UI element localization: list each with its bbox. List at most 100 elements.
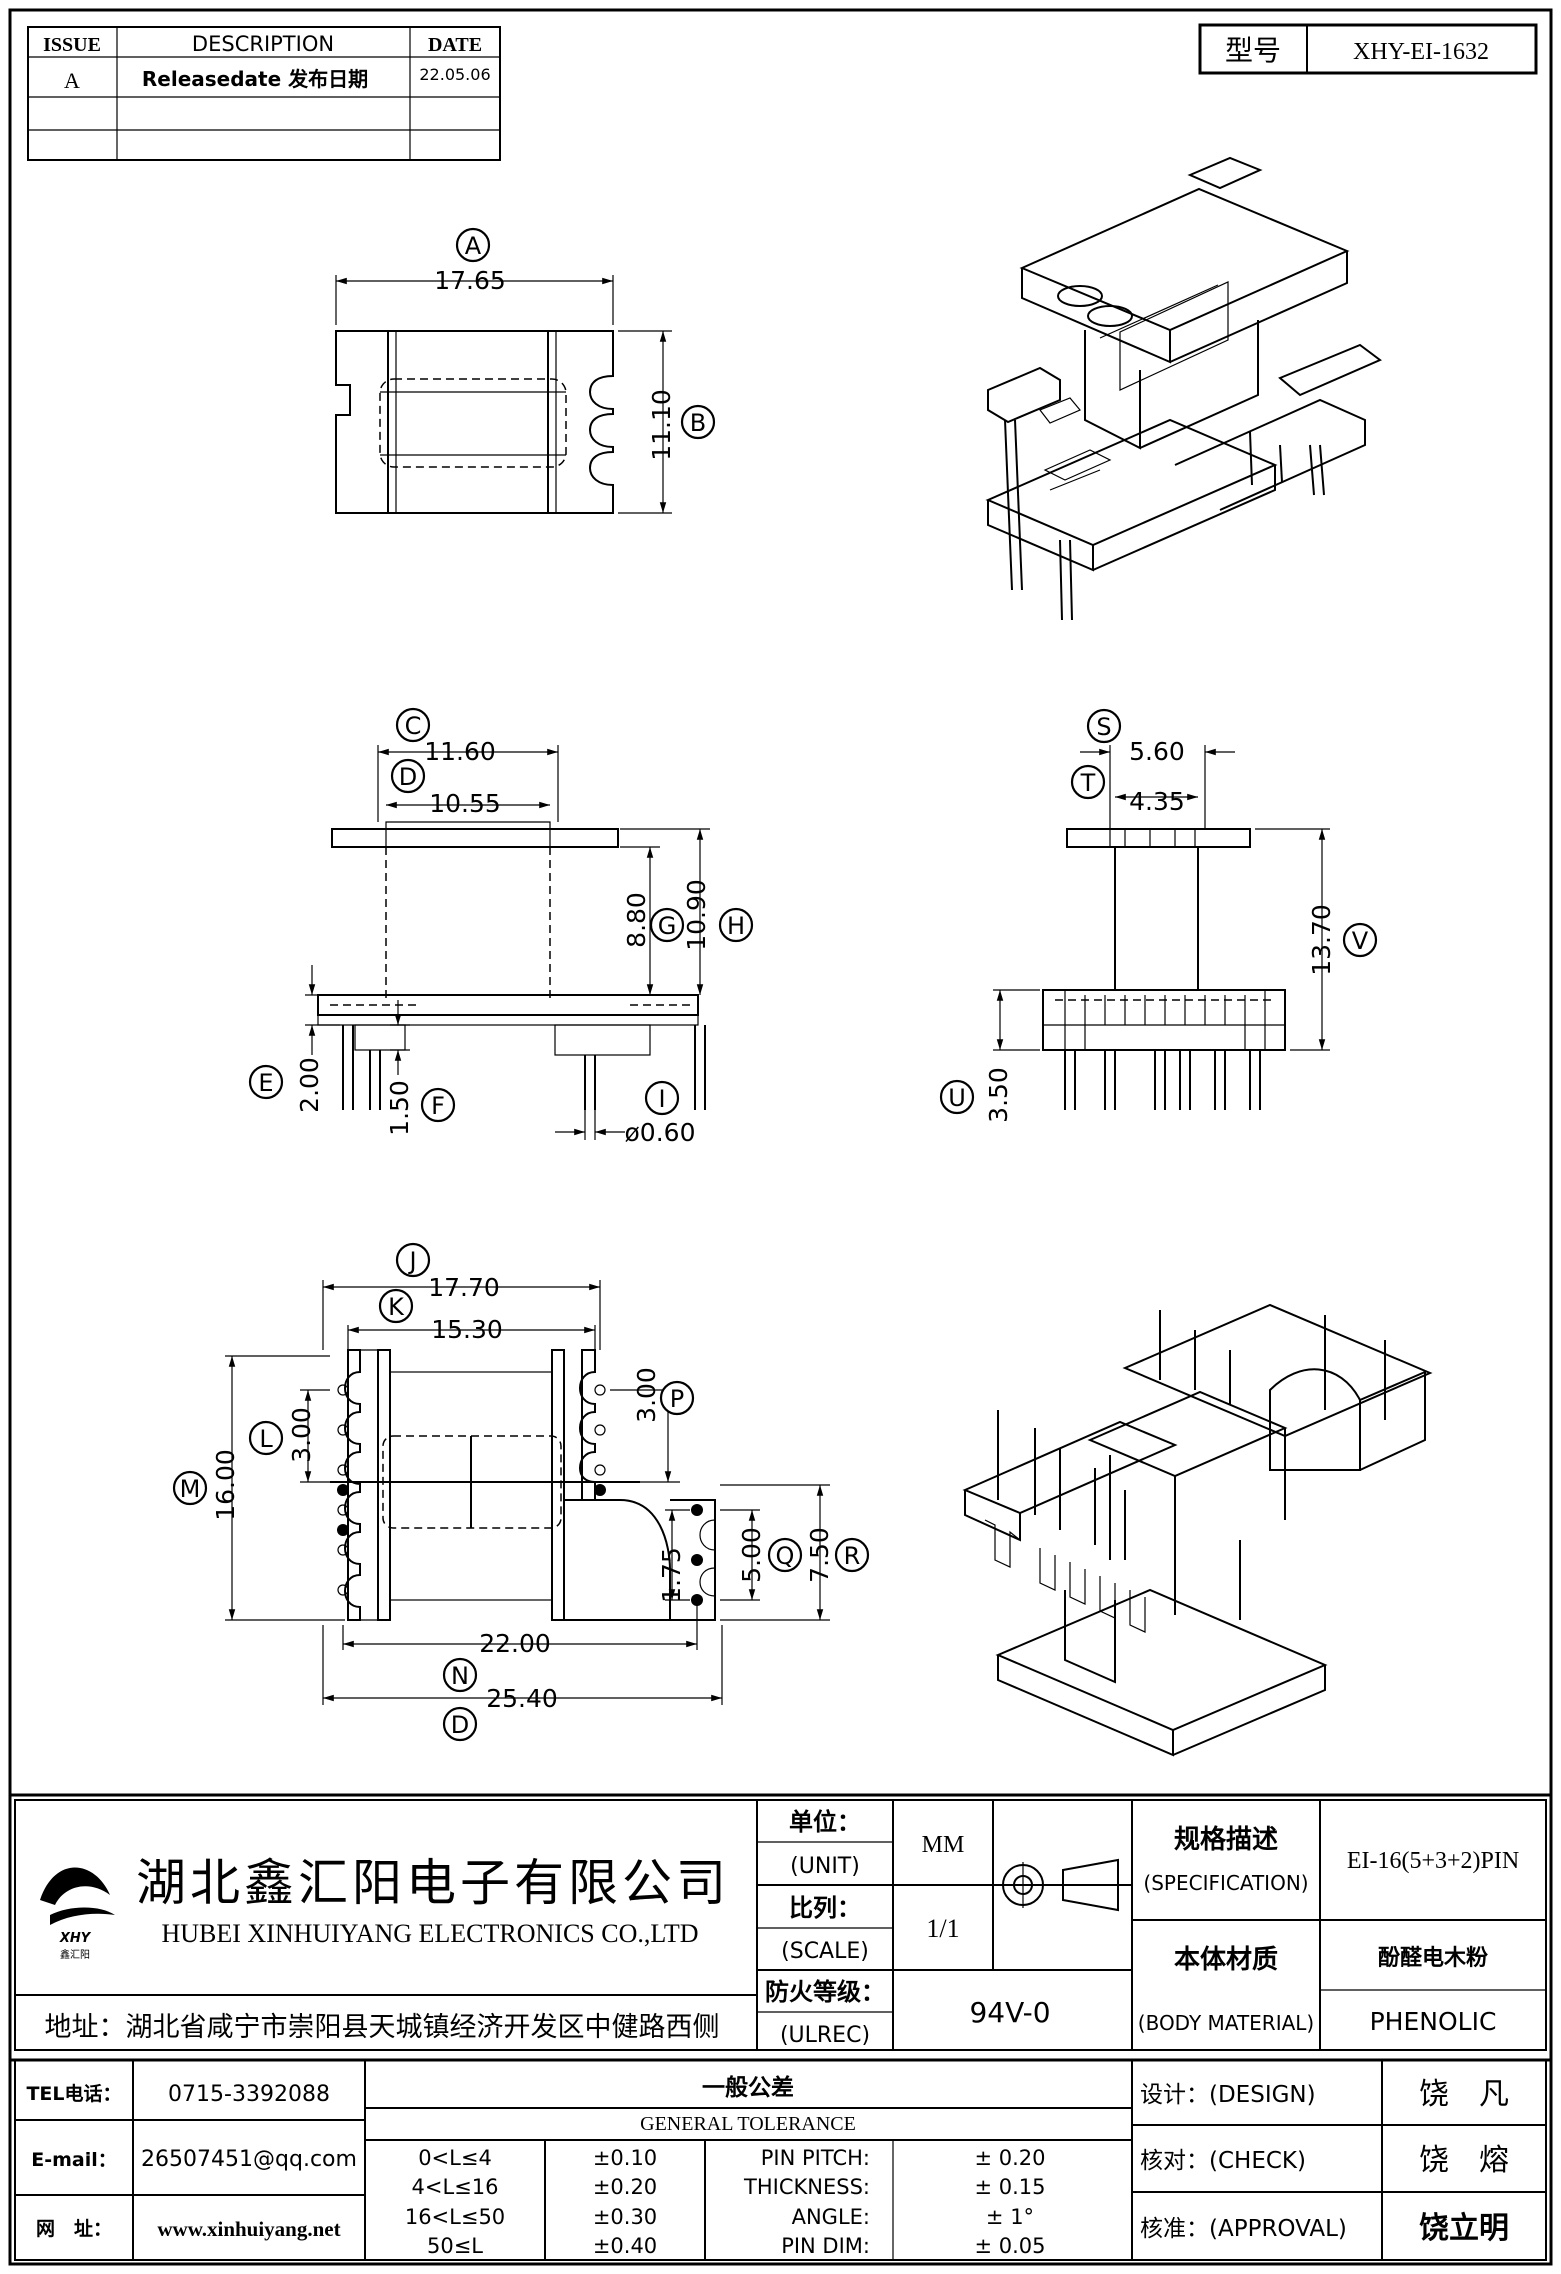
ulrec-label-en: (ULREC) — [780, 2023, 870, 2048]
dim-m-letter: M — [180, 1475, 201, 1503]
email-label: E-mail： — [31, 2149, 117, 2171]
tol-item-label-0: PIN PITCH: — [761, 2146, 870, 2170]
dim-n-letter: N — [451, 1662, 469, 1690]
material-label-en: (BODY MATERIAL) — [1138, 2011, 1314, 2035]
dim-t-value: 4.35 — [1129, 787, 1185, 816]
dim-p-value: 3.00 — [632, 1367, 661, 1423]
dim-l-value: 3.00 — [287, 1407, 316, 1463]
tolerance-title-cn: 一般公差 — [702, 2074, 794, 2101]
dim-p-letter: P — [670, 1385, 684, 1413]
tolerance-title-en: GENERAL TOLERANCE — [640, 2113, 856, 2135]
design-name: 饶 凡 — [1419, 2077, 1509, 2112]
scale-label: 比列： — [789, 1894, 861, 1922]
title-block: XHY 鑫汇阳 湖北鑫汇阳电子有限公司 HUBEI XINHUIYANG ELE… — [10, 1793, 1551, 2261]
dim-k-letter: K — [388, 1293, 405, 1321]
dim-a-value: 17.65 — [434, 266, 506, 295]
dim-s-value: 5.60 — [1129, 737, 1185, 766]
dim-d-letter: D — [399, 763, 417, 791]
isometric-view-top — [985, 156, 1382, 621]
dim-v-letter: V — [1352, 927, 1369, 955]
revision-table: ISSUE DESCRIPTION DATE A Releasedate 发布日… — [27, 26, 501, 161]
dim-m-value: 16.00 — [211, 1449, 240, 1521]
material-value-en: PHENOLIC — [1370, 2007, 1497, 2036]
email-value: 26507451@qq.com — [141, 2147, 357, 2172]
approval-name: 饶立明 — [1419, 2211, 1509, 2246]
rev-header-issue: ISSUE — [43, 34, 101, 56]
ulrec-value: 94V-0 — [969, 1996, 1050, 2029]
rev-row-date: 22.05.06 — [419, 65, 490, 84]
dim-extra-value: 1.75 — [657, 1547, 686, 1603]
tol-range-1: 4<L≤16 — [412, 2175, 499, 2199]
dim-g-letter: G — [658, 912, 677, 940]
company-name-cn: 湖北鑫汇阳电子有限公司 — [136, 1854, 730, 1912]
model-value: XHY-EI-1632 — [1353, 39, 1489, 65]
dim-u-value: 3.50 — [984, 1067, 1013, 1123]
tol-value-2: ±0.30 — [593, 2205, 657, 2229]
tol-item-value-2: ± 1° — [986, 2205, 1034, 2229]
dim-i-value: ø0.60 — [625, 1118, 696, 1147]
dim-j-value: 17.70 — [428, 1273, 500, 1302]
dim-a-letter: A — [465, 232, 482, 260]
logo-text: XHY — [59, 1931, 92, 1946]
dim-n-value: 22.00 — [479, 1629, 551, 1658]
unit-value: MM — [922, 1832, 965, 1858]
dim-r-letter: R — [844, 1542, 861, 1570]
dim-i-letter: I — [658, 1085, 665, 1113]
isometric-view-bottom — [962, 1303, 1433, 1757]
tel-value: 0715-3392088 — [168, 2082, 330, 2107]
dim-d2-letter: D — [451, 1711, 469, 1739]
dim-s-letter: S — [1096, 713, 1111, 741]
ulrec-label: 防火等级： — [765, 1978, 885, 2006]
tol-value-1: ±0.20 — [593, 2175, 657, 2199]
logo-sub: 鑫汇阳 — [60, 1948, 90, 1961]
dim-d2-value: 25.40 — [486, 1684, 558, 1713]
company-address: 地址：湖北省咸宁市崇阳县天城镇经济开发区中健路西侧 — [45, 2012, 720, 2043]
check-label: 核对：(CHECK) — [1140, 2148, 1306, 2174]
web-value: www.xinhuiyang.net — [157, 2217, 340, 2241]
tol-range-2: 16<L≤50 — [405, 2205, 505, 2229]
rev-row-issue: A — [64, 68, 80, 93]
bottom-view: 17.70 J 15.30 K 3.00 L 16.00 M 3.00 P — [172, 1242, 870, 1742]
rev-header-date: DATE — [428, 34, 482, 56]
rev-row-description: Releasedate 发布日期 — [142, 67, 368, 91]
scale-label-en: (SCALE) — [781, 1939, 869, 1964]
tol-value-0: ±0.10 — [593, 2146, 657, 2170]
dim-g-value: 8.80 — [622, 892, 651, 948]
design-label: 设计：(DESIGN) — [1140, 2082, 1316, 2108]
dim-r-value: 7.50 — [805, 1527, 834, 1583]
dim-e-value: 2.00 — [295, 1057, 324, 1113]
dim-c-letter: C — [405, 712, 422, 740]
dim-l-letter: L — [259, 1425, 273, 1453]
company-name-en: HUBEI XINHUIYANG ELECTRONICS CO.,LTD — [161, 1919, 698, 1948]
dim-u-letter: U — [948, 1084, 966, 1112]
tol-item-label-3: PIN DIM: — [781, 2234, 870, 2258]
dim-a-balloon — [455, 227, 491, 263]
dim-v-value: 13.70 — [1307, 904, 1336, 976]
company-logo: XHY 鑫汇阳 — [40, 1867, 115, 1961]
rev-header-description: DESCRIPTION — [192, 32, 334, 56]
spec-value: EI-16(5+3+2)PIN — [1347, 1848, 1519, 1874]
approval-label: 核准：(APPROVAL) — [1140, 2216, 1347, 2242]
tol-item-label-2: ANGLE: — [792, 2205, 870, 2229]
dim-t-letter: T — [1080, 769, 1096, 797]
dim-d-value: 10.55 — [429, 789, 501, 818]
dim-q-letter: Q — [776, 1542, 795, 1570]
dim-q-value: 5.00 — [737, 1527, 766, 1583]
projection-symbol-icon — [1000, 1858, 1123, 1912]
front-view: 11.60 C 10.55 D 8.80 G 10.90 H 2.00 E 1.… — [248, 707, 754, 1147]
side-view: 5.60 S 4.35 T 13.70 V 3.50 U — [939, 708, 1378, 1123]
check-name: 饶 熔 — [1419, 2143, 1509, 2178]
tel-label: TEL电话： — [26, 2082, 121, 2105]
dim-f-letter: F — [431, 1092, 445, 1120]
tol-item-value-3: ± 0.05 — [974, 2234, 1045, 2258]
top-view: 17.65 A 11.10 B — [335, 227, 716, 514]
spec-label: 规格描述 — [1174, 1824, 1278, 1855]
scale-value: 1/1 — [926, 1914, 959, 1943]
dim-c-value: 11.60 — [424, 737, 496, 766]
dim-h-value: 10.90 — [682, 879, 711, 951]
dim-h-letter: H — [727, 912, 745, 940]
dim-b-value: 11.10 — [647, 389, 676, 461]
sheet-border — [8, 8, 1553, 2266]
model-label: 型号 — [1225, 34, 1281, 67]
dim-b-letter: B — [690, 409, 706, 437]
